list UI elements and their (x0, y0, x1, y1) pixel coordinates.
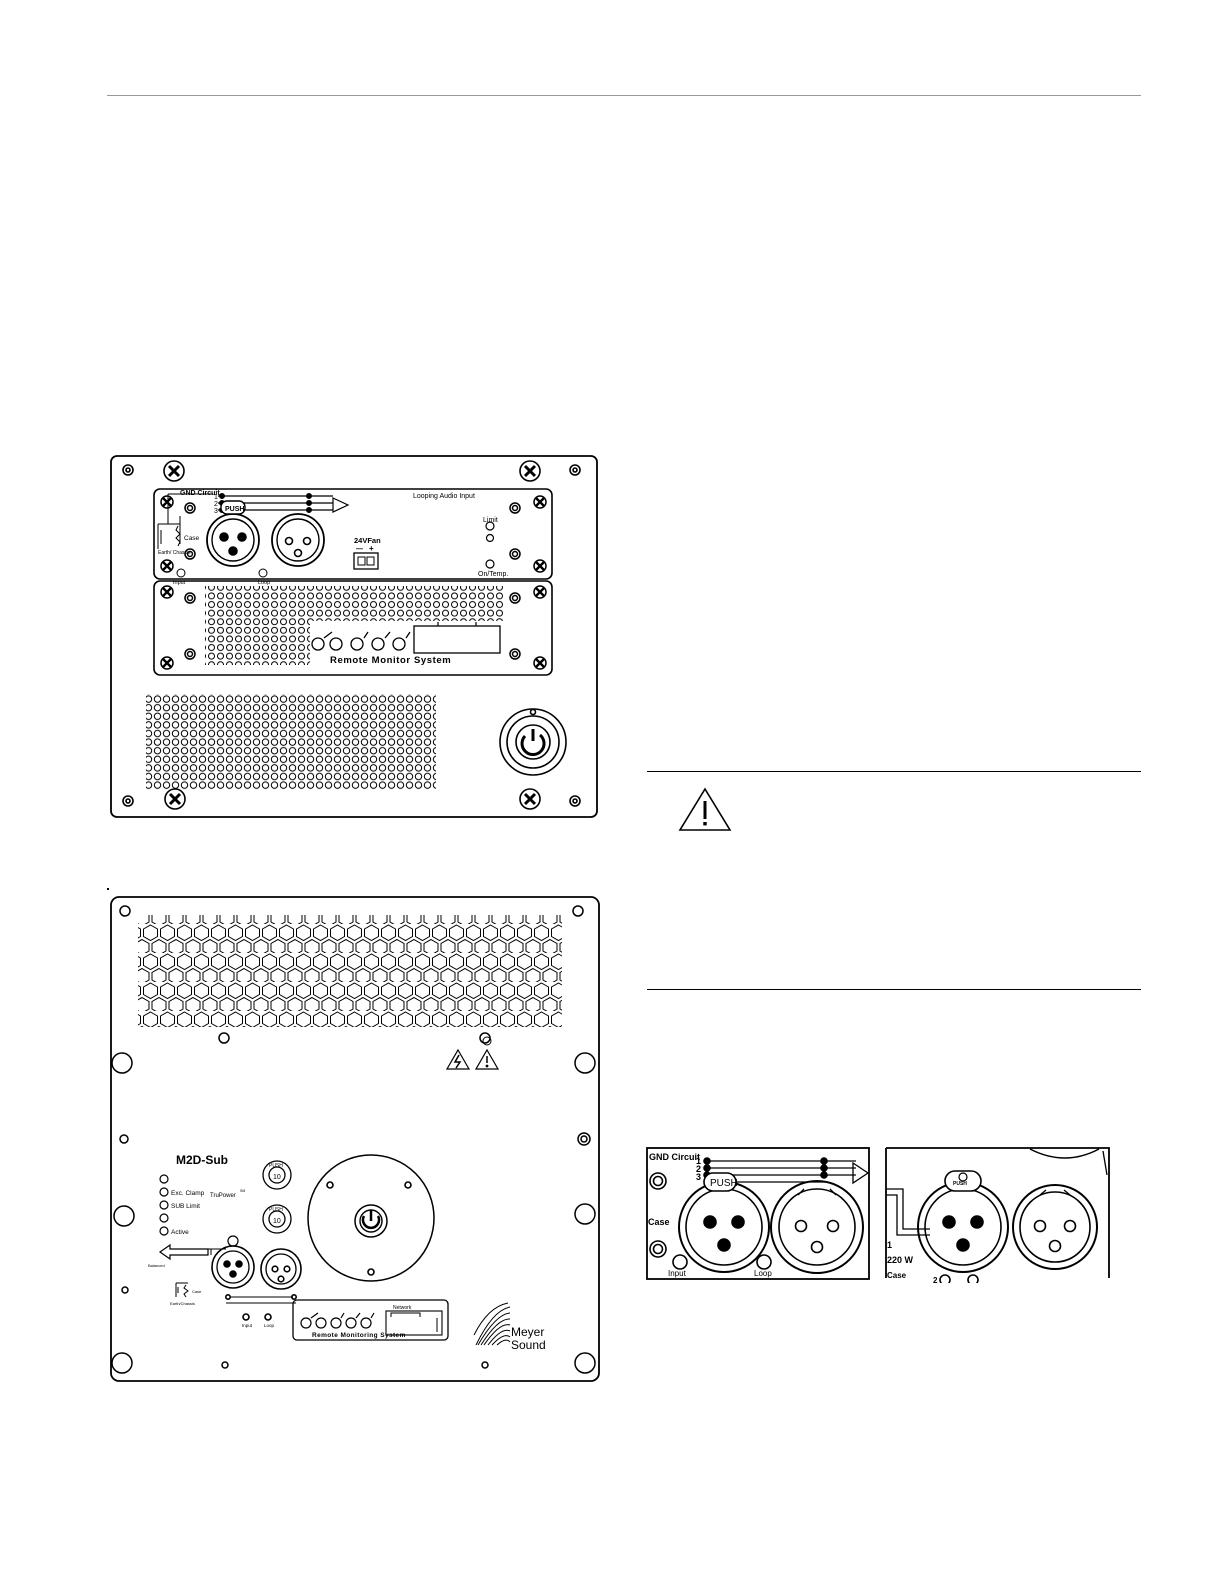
pin-1-label: 1 (887, 1240, 892, 1250)
earth-chassis-label: Earth/Chassis (170, 1301, 195, 1306)
limit-label: Limit (483, 517, 498, 524)
earth-chassis-label: Earth/ Chassis (158, 550, 191, 556)
led-sub-limit-label: SUB Limit (171, 1203, 200, 1210)
meyer-sound-logo-icon (473, 1302, 511, 1346)
figure-mark (107, 888, 109, 890)
gnd-circuit-label: GND Circuit (649, 1152, 700, 1162)
brand-line1: Meyer (511, 1325, 544, 1339)
powercon-connector (326, 1181, 412, 1276)
fuse-push-label-2: PUSH (269, 1207, 283, 1213)
pin-2-label: 2 (214, 501, 218, 508)
xlr-detail-right-figure: PUSH 1 220 W Case 2 (885, 1147, 1111, 1283)
caution-icon (474, 1048, 500, 1070)
screw-icon (122, 464, 581, 807)
header-rule (107, 95, 1141, 96)
xlr-input-connector (208, 1235, 255, 1289)
push-label: PUSH (953, 1181, 967, 1187)
model-label: M2D-Sub (176, 1153, 228, 1167)
case-label: Case (648, 1217, 670, 1227)
tripower-mark: SM (240, 1189, 245, 1193)
fuse-holder (262, 1160, 292, 1234)
case-label: Case (887, 1271, 907, 1280)
xlr-input-connector (206, 500, 260, 567)
push-label: PUSH (225, 506, 244, 513)
xlr-loop-connector (1012, 1184, 1098, 1270)
caution-top-rule (647, 771, 1141, 772)
input-label: Input (668, 1269, 687, 1278)
pin-1-label: 1 (696, 1156, 701, 1166)
fan-label: 24VFan (354, 536, 381, 545)
push-label: PUSH (710, 1178, 738, 1189)
fuse-value-label-2: 10 (273, 1218, 281, 1225)
case-label: Case (192, 1289, 202, 1294)
pin-1-label: 1 (214, 494, 218, 501)
looping-audio-input-label: Looping Audio Input (413, 493, 475, 500)
led-active-label: Active (171, 1229, 189, 1236)
warning-triangle-icon (678, 787, 732, 833)
fuse-push-label-1: PUSH (269, 1163, 283, 1169)
xlr-detail-left-figure: GND Circuit 1 2 3 PUSH Case Input Loop (646, 1147, 870, 1281)
amplifier-panel-figure: GND Circuit 1 2 3 PUSH Case Earth/ Chass… (108, 454, 600, 820)
xlr-loop-connector (260, 1248, 302, 1290)
on-temp-label: On/Temp. (478, 571, 508, 578)
loop-label: Loop (754, 1269, 772, 1278)
powercon-connector (499, 708, 567, 776)
network-label: Network (393, 1305, 412, 1311)
pin-3-label: 3 (696, 1172, 701, 1182)
xlr-input-connector (917, 1170, 1009, 1273)
input-label: Input (242, 1323, 253, 1328)
fan-minus-label: — (356, 546, 363, 553)
fan-plus-label: + (369, 544, 374, 553)
m2d-sub-panel-figure: M2D-Sub Exc. Clamp SUB Limit Active TruP… (108, 895, 602, 1385)
input-label: Input (173, 580, 186, 586)
loop-label: Loop (258, 580, 270, 586)
balanced-label: Balanced (148, 1263, 165, 1268)
xlr-loop-connector (770, 1180, 864, 1274)
remote-monitor-system-label: Remote Monitor System (330, 655, 451, 666)
pin-2-label: 2 (933, 1276, 938, 1283)
tripower-label: TruPower (210, 1193, 236, 1199)
fuse-value-label-1: 10 (273, 1174, 281, 1181)
loop-label: Loop (264, 1323, 275, 1328)
xlr-input-connector (678, 1172, 770, 1273)
pin-2-label: 2 (696, 1164, 701, 1174)
remote-monitoring-system-label: Remote Monitoring System (312, 1332, 406, 1339)
pin-3-label: 3 (214, 508, 218, 515)
gnd-circuit-label: GND Circuit (180, 490, 220, 497)
caution-bottom-rule (647, 989, 1141, 990)
fastener-icon (163, 460, 541, 810)
electric-hazard-icon (445, 1048, 471, 1070)
led-exc-clamp-label: Exc. Clamp (171, 1190, 205, 1197)
resistor-label: 220 W (887, 1255, 914, 1265)
xlr-loop-connector (271, 513, 325, 567)
case-label: Case (184, 535, 200, 542)
brand-line2: Sound (511, 1338, 546, 1352)
